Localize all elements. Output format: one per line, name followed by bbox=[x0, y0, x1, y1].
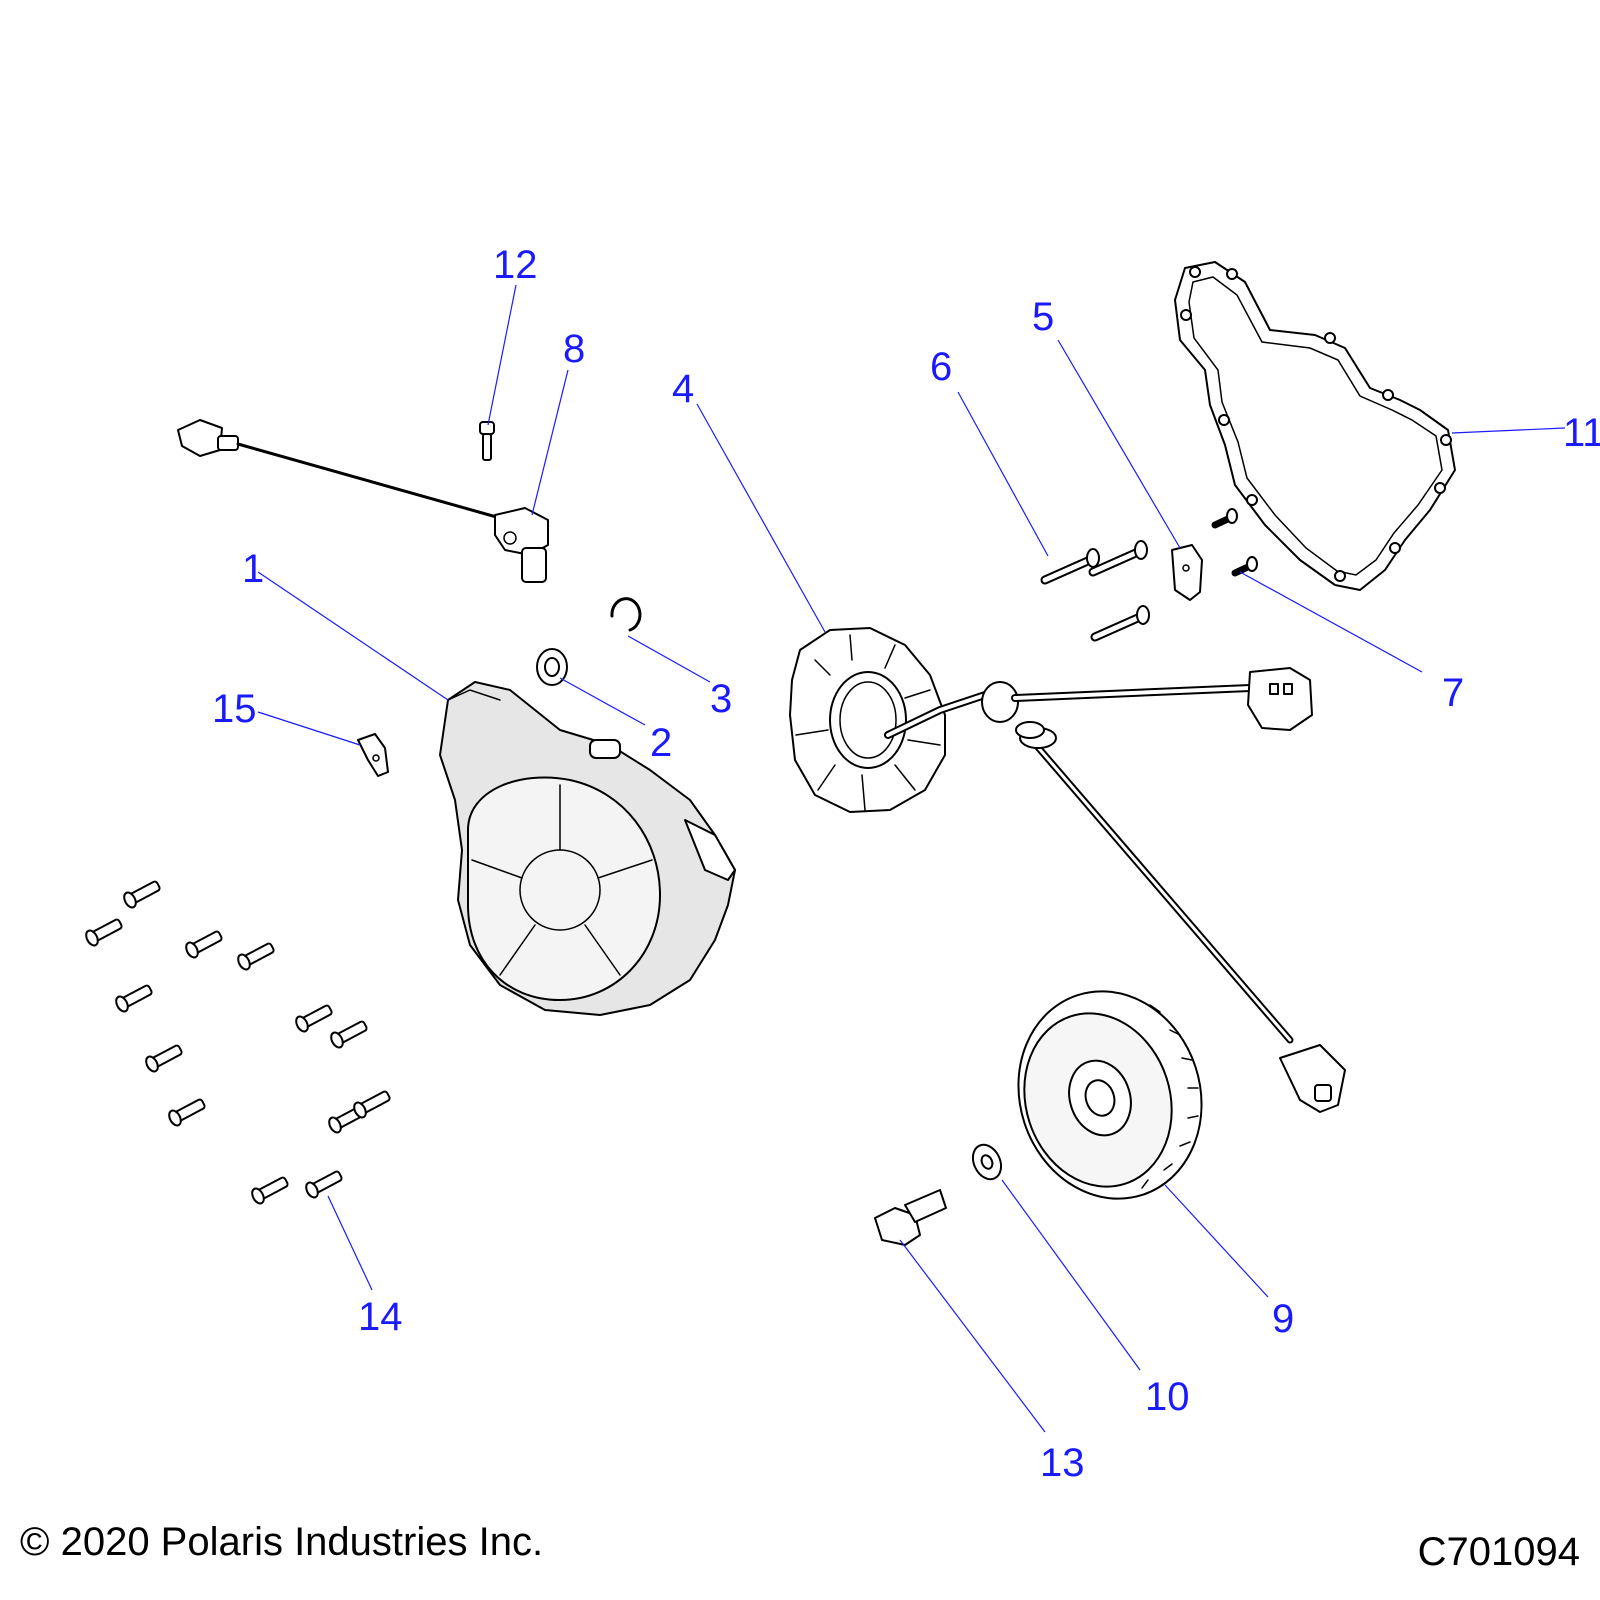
part-9-flywheel bbox=[1017, 990, 1203, 1200]
part-10-washer bbox=[971, 1143, 1003, 1181]
part-15-clamp bbox=[357, 733, 389, 777]
callout-8: 8 bbox=[563, 327, 585, 371]
part-11-gasket bbox=[1174, 261, 1456, 591]
part-3-retaining-ring bbox=[610, 597, 642, 632]
callout-1: 1 bbox=[242, 547, 264, 591]
part-6-bolts bbox=[1040, 540, 1150, 642]
callout-9: 9 bbox=[1272, 1297, 1294, 1341]
callout-2: 2 bbox=[650, 721, 672, 765]
leader-lines bbox=[257, 284, 1566, 1433]
callout-4: 4 bbox=[672, 367, 694, 411]
callout-11: 11 bbox=[1563, 411, 1600, 455]
callout-6: 6 bbox=[930, 345, 952, 389]
callout-3: 3 bbox=[710, 677, 732, 721]
part-7-screws bbox=[1211, 508, 1258, 577]
callout-10: 10 bbox=[1145, 1375, 1190, 1419]
part-2-bearing bbox=[536, 648, 568, 686]
callouts: 1 2 3 4 5 6 7 8 9 10 11 12 13 14 15 bbox=[212, 243, 1600, 1485]
callout-7: 7 bbox=[1442, 671, 1464, 715]
callout-14: 14 bbox=[358, 1295, 403, 1339]
part-8-speed-sensor bbox=[177, 419, 549, 583]
callout-15: 15 bbox=[212, 687, 257, 731]
part-1-stator-cover bbox=[439, 681, 736, 1016]
part-13-flywheel-bolt bbox=[874, 1189, 947, 1246]
part-12-bolt bbox=[479, 421, 495, 461]
callout-12: 12 bbox=[493, 243, 538, 287]
part-14-cover-bolts bbox=[85, 880, 391, 1205]
drawing-number: C701094 bbox=[1417, 1530, 1580, 1574]
part-4-stator bbox=[789, 627, 1346, 1113]
callout-5: 5 bbox=[1032, 295, 1054, 339]
callout-13: 13 bbox=[1040, 1441, 1085, 1485]
copyright-notice: © 2020 Polaris Industries Inc. bbox=[20, 1520, 544, 1564]
part-5-retainer-plate bbox=[1171, 544, 1203, 601]
